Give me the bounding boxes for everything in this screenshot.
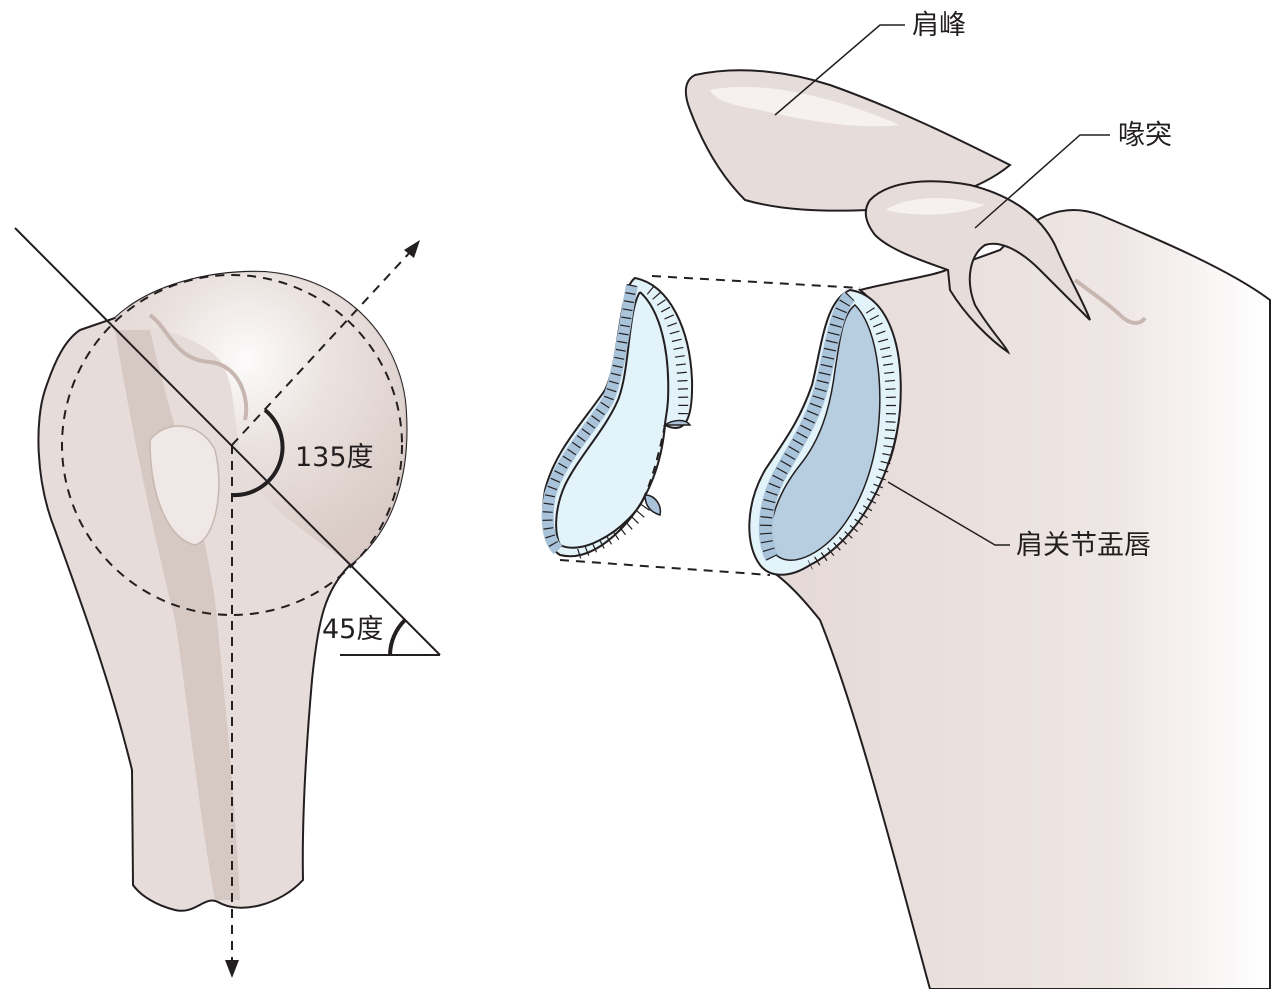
humerus <box>37 270 408 912</box>
label-glenoid-labrum: 肩关节盂唇 <box>1016 530 1151 561</box>
scapula <box>684 69 1271 989</box>
glenoid-labrum-tick-band <box>758 291 856 562</box>
arrowhead-up-icon <box>404 240 420 258</box>
greater-tubercle-shadow <box>149 425 220 546</box>
anatomical-neck <box>148 313 249 421</box>
detached-labrum-ring <box>541 275 861 576</box>
acromion-highlight <box>710 86 900 127</box>
head-circle-dashed <box>61 274 403 616</box>
labrum-cut-upper <box>662 419 692 426</box>
acromion-leader <box>774 24 905 116</box>
anatomical-neck-line <box>14 227 441 656</box>
angle-45-arc <box>388 618 407 656</box>
humeral-head-highlight <box>115 271 407 565</box>
labrum-ring-gap-dashed <box>644 424 666 496</box>
label-angle-45: 45度 <box>322 614 384 645</box>
bicipital-groove-shadow <box>115 330 240 900</box>
label-acromion: 肩峰 <box>912 10 966 41</box>
coracoid-leader <box>974 134 1110 229</box>
projection-line-bottom <box>559 559 771 576</box>
head-axis-dashed <box>231 249 413 446</box>
labrum-ring-inner <box>555 291 670 549</box>
leader-lines <box>774 24 1110 546</box>
labrum-cut-lower <box>644 494 662 516</box>
arrowhead-down-icon <box>225 960 239 978</box>
labrum-ring-outer <box>542 276 694 558</box>
projection-line-top <box>651 275 861 289</box>
coracoid-highlight <box>885 198 985 215</box>
label-angle-135: 135度 <box>295 442 374 473</box>
axis-lines <box>14 227 441 978</box>
labrum-ring-ticks <box>542 284 637 554</box>
coracoid <box>864 180 1091 355</box>
labrum-ring-light-ticks <box>573 286 689 560</box>
label-coracoid: 喙突 <box>1118 120 1172 151</box>
angle-135-arc <box>231 408 285 498</box>
labrum-leader <box>887 481 1010 546</box>
coracoid-shadow <box>1073 278 1147 325</box>
